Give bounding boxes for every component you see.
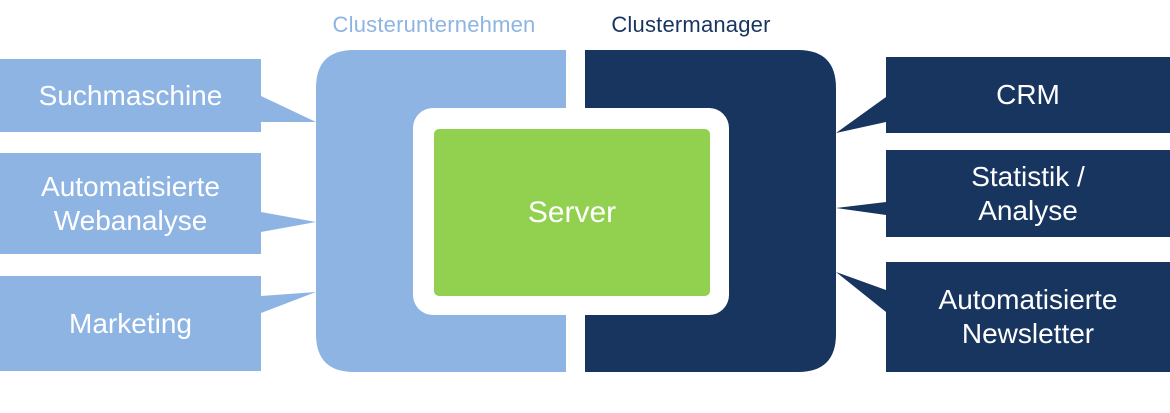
server-label: Server [527, 195, 617, 229]
right-item-label-crm: CRM [996, 79, 1060, 111]
right-callout-crm [836, 57, 1170, 133]
left-callout-webanalyse [0, 153, 316, 254]
right-callout-newsletter [836, 262, 1170, 372]
left-item-label-suchmaschine: Suchmaschine [38, 79, 223, 111]
left-item-label-webanalyse: Automatisierte Webanalyse [41, 170, 220, 236]
right-item-label-statistik: Statistik / Analyse [971, 160, 1085, 226]
left-callout-suchmaschine [0, 59, 316, 132]
header-clusterunternehmen: Clusterunternehmen [332, 11, 536, 37]
server-box [434, 129, 710, 296]
header-clustermanager: Clustermanager [611, 11, 771, 37]
left-callout-marketing [0, 276, 316, 371]
right-callout-statistik [836, 150, 1170, 237]
right-item-label-newsletter: Automatisierte Newsletter [938, 284, 1118, 349]
left-item-label-marketing: Marketing [69, 307, 192, 339]
